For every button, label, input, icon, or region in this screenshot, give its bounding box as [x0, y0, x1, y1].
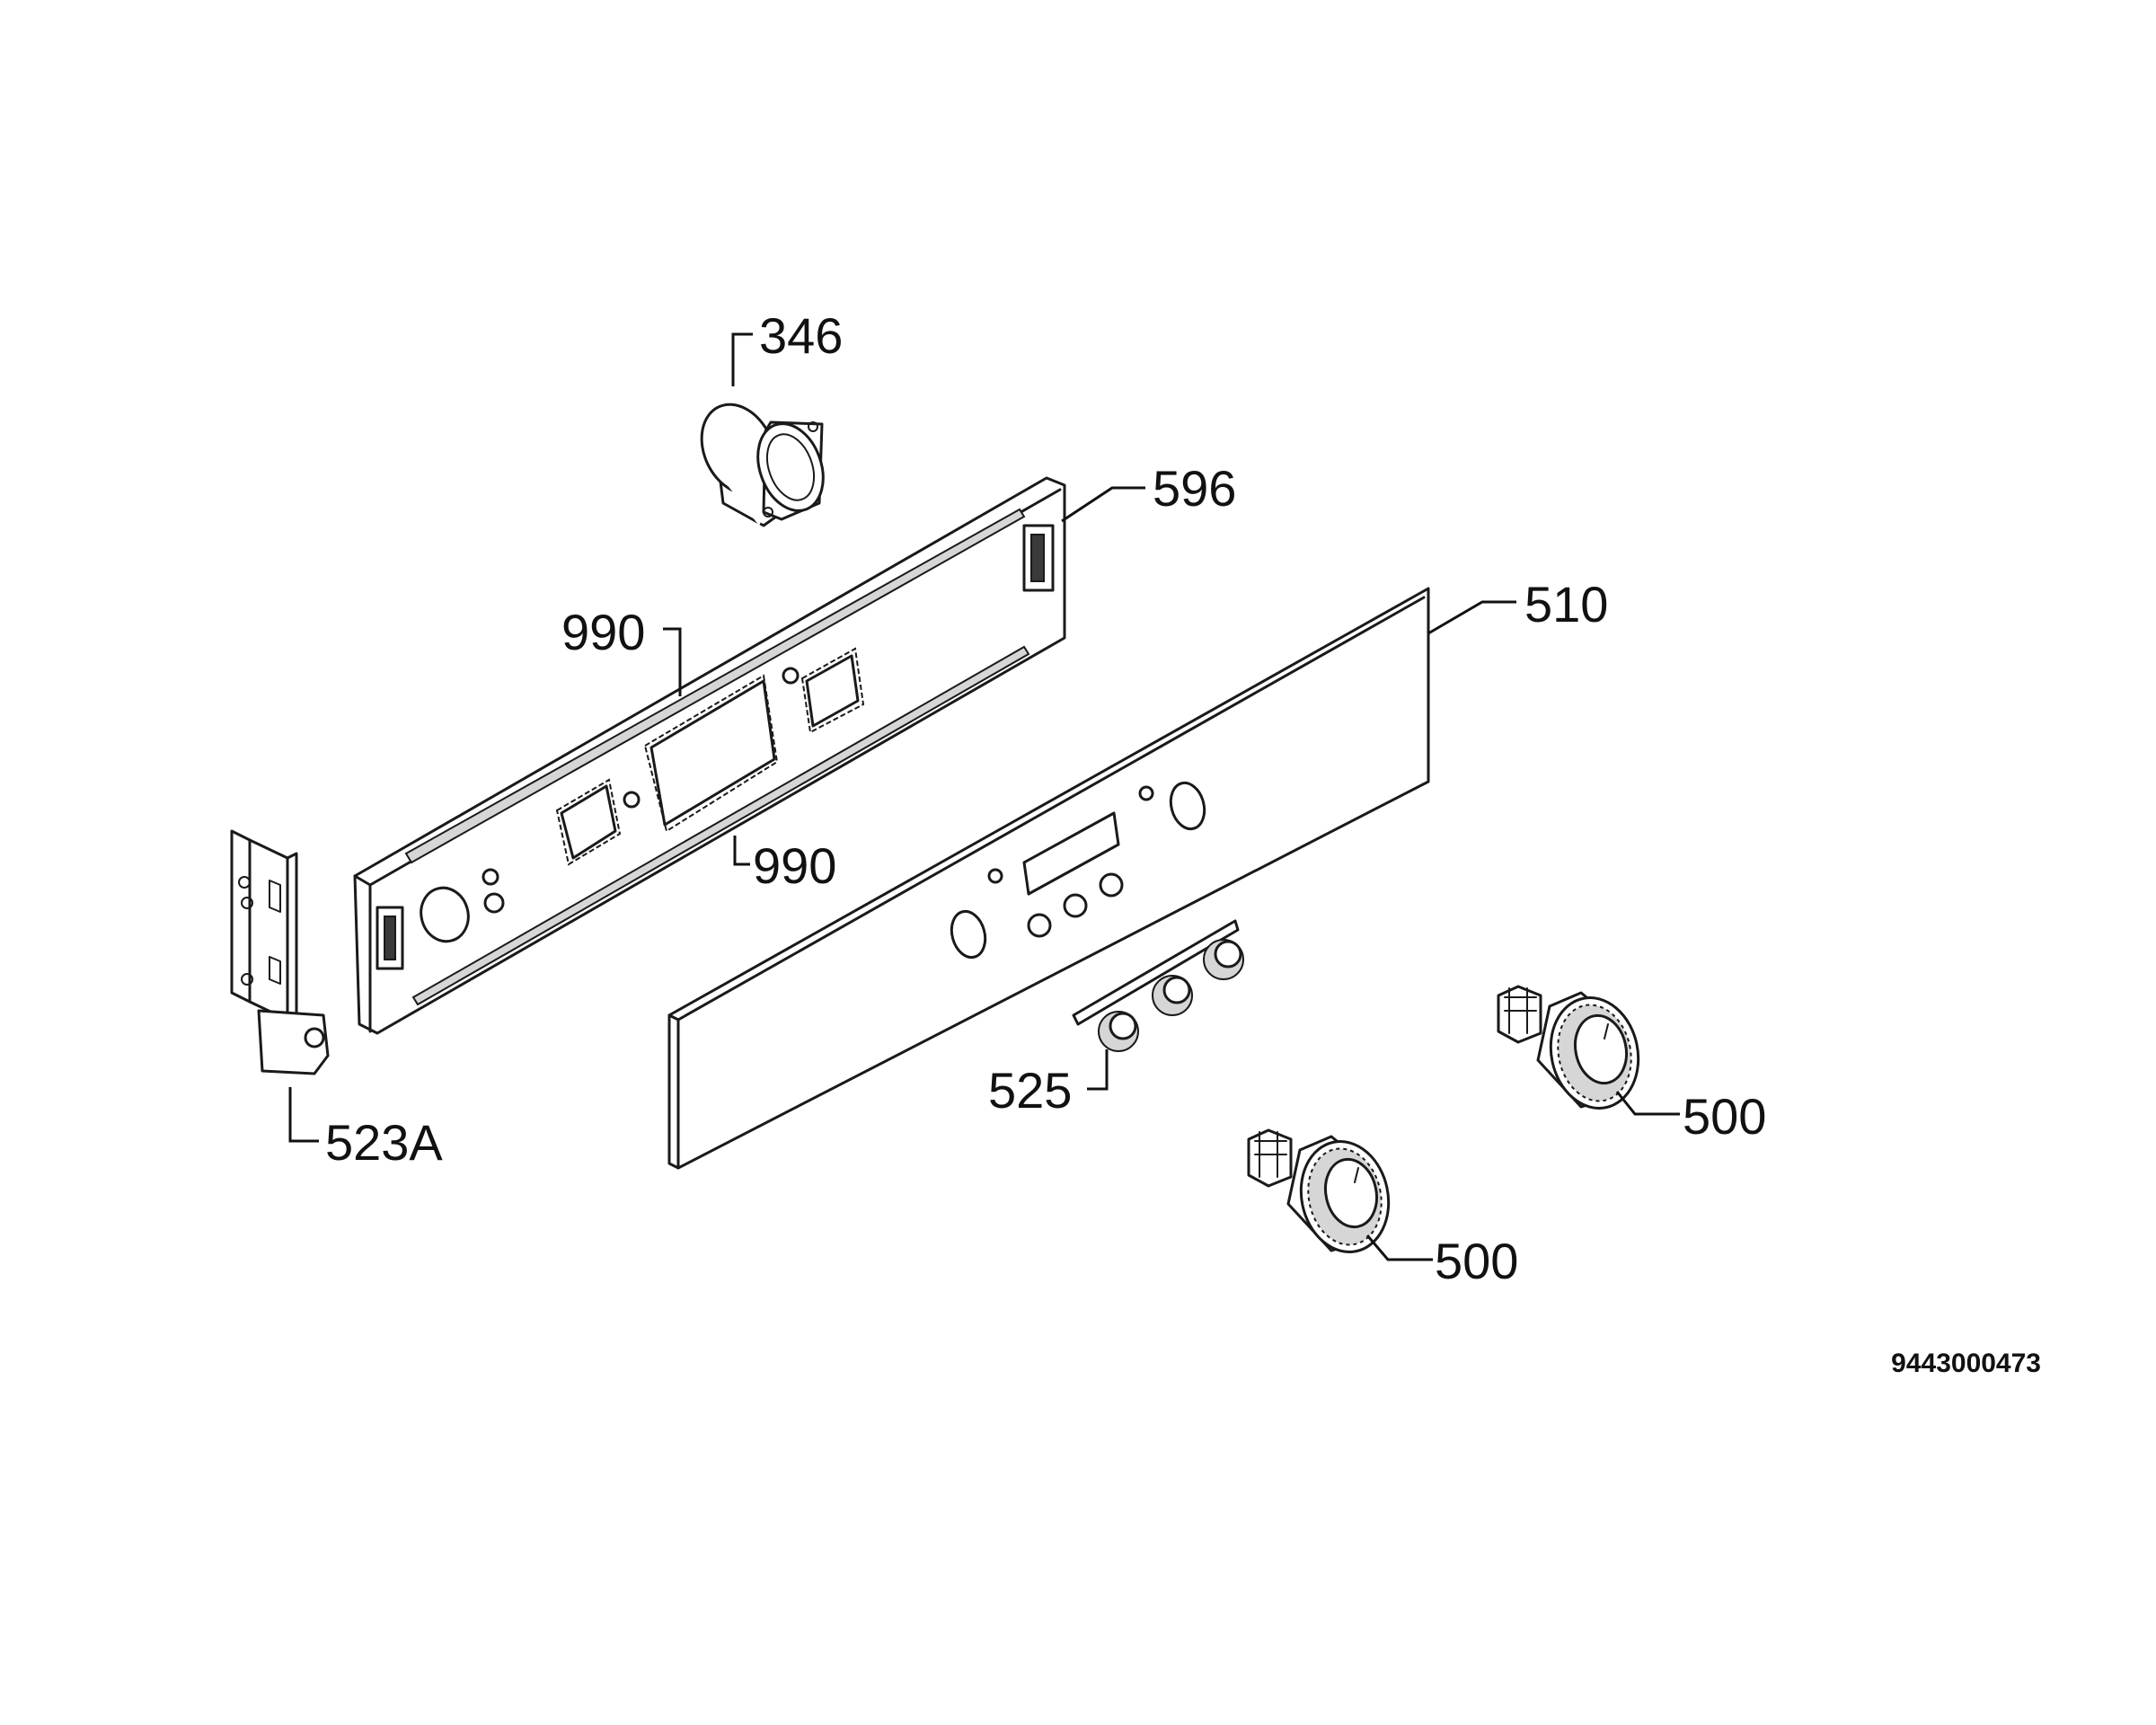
leader-525: [1087, 1049, 1109, 1091]
document-number: 9443000473: [1891, 1349, 2041, 1378]
callout-990-bottom: 990: [753, 837, 836, 894]
callout-500-bottom: 500: [1435, 1233, 1518, 1289]
leader-346: [731, 332, 753, 386]
leader-500-right: [1615, 1091, 1680, 1116]
leader-990-bottom: [733, 836, 750, 866]
leader-990-top: [663, 627, 682, 696]
callout-500-right: 500: [1683, 1088, 1766, 1145]
leader-596: [1061, 486, 1145, 523]
callout-523a: 523A: [325, 1114, 443, 1171]
callout-510: 510: [1524, 576, 1608, 632]
callout-596: 596: [1153, 460, 1236, 517]
part-523a-side-bracket: [230, 829, 330, 1075]
callout-346: 346: [759, 307, 843, 364]
leader-510: [1427, 600, 1516, 635]
leader-500-bottom: [1365, 1234, 1433, 1261]
callout-990-top: 990: [561, 604, 645, 660]
part-346-cylinder-module: [700, 402, 825, 527]
part-525-button-block: [1072, 919, 1244, 1052]
part-990-gasket: [555, 647, 865, 866]
part-500-knob-right: [1497, 985, 1640, 1110]
callout-525: 525: [988, 1062, 1072, 1119]
leader-523a: [288, 1087, 319, 1143]
leader-lines: [288, 332, 1680, 1261]
part-500-knob-bottom: [1247, 1128, 1391, 1253]
part-510-control-panel: [667, 587, 1430, 1170]
